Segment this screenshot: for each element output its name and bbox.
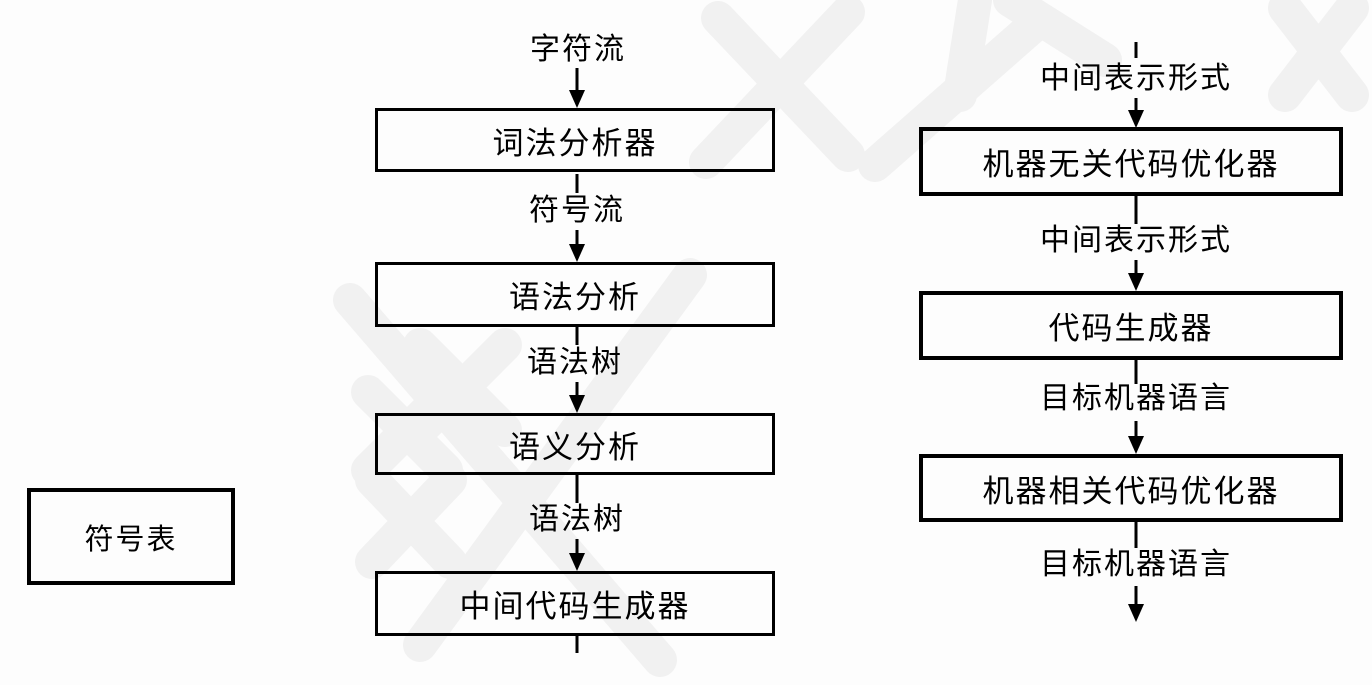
label-syntax-tree-2: 语法树: [529, 503, 625, 536]
connector-line: [575, 68, 579, 92]
code-generator-box: 代码生成器: [919, 291, 1343, 360]
connector-line: [1134, 98, 1138, 111]
connector-line: [575, 327, 579, 345]
machine-dependent-optimizer-box: 机器相关代码优化器: [919, 454, 1343, 522]
arrow-down: [1128, 604, 1144, 622]
connector-line: [1134, 586, 1138, 605]
arrow-down: [1128, 273, 1144, 291]
arrow-down: [1128, 110, 1144, 128]
arrow-down: [569, 395, 585, 413]
connector-line: [575, 475, 579, 503]
syntax-analysis-box: 语法分析: [375, 262, 775, 327]
connector-line: [1134, 421, 1138, 437]
arrow-down: [569, 553, 585, 571]
label-intermediate-rep-2: 中间表示形式: [1040, 224, 1232, 257]
connector-line: [1134, 522, 1138, 548]
connector-line: [575, 230, 579, 245]
label-syntax-tree: 语法树: [527, 346, 623, 379]
connector-line: [575, 382, 579, 396]
connector-line: [575, 636, 579, 653]
connector-line: [1134, 360, 1138, 384]
connector-line-top-dash: [1134, 42, 1138, 58]
symbol-table-box: 符号表: [27, 488, 235, 585]
connector-line: [575, 174, 579, 193]
arrow-down: [569, 244, 585, 262]
connector-line: [1134, 196, 1138, 224]
label-target-language-2: 目标机器语言: [1040, 548, 1232, 581]
label-target-language: 目标机器语言: [1040, 382, 1232, 415]
semantic-analysis-box: 语义分析: [375, 413, 775, 475]
arrow-down: [1128, 436, 1144, 454]
machine-independent-optimizer-box: 机器无关代码优化器: [919, 127, 1343, 196]
connector-line: [575, 539, 579, 554]
label-token-stream: 符号流: [529, 194, 625, 227]
connector-line: [1134, 260, 1138, 274]
arrow-down: [569, 90, 585, 108]
label-intermediate-rep: 中间表示形式: [1040, 62, 1232, 95]
label-char-stream: 字符流: [530, 33, 626, 66]
intermediate-code-generator-box: 中间代码生成器: [375, 571, 775, 636]
lexical-analyzer-box: 词法分析器: [375, 108, 775, 172]
